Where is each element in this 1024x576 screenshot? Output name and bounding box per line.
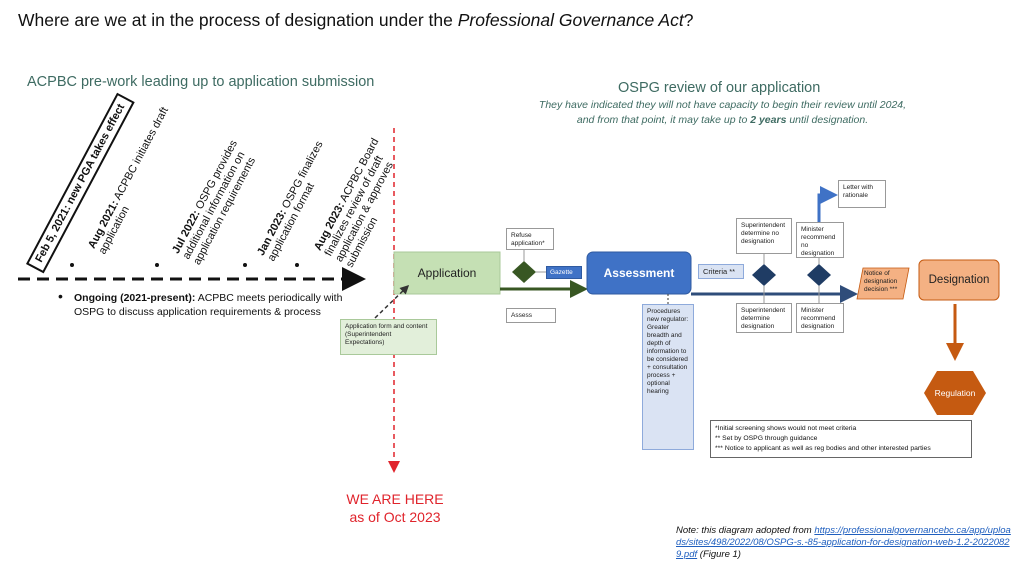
assessment-label: Assessment	[603, 266, 675, 280]
assess-box: Assess	[506, 308, 556, 323]
left-heading: ACPBC pre-work leading up to application…	[27, 74, 375, 90]
source-link[interactable]: https://professionalgovernancebc.ca/app/…	[676, 525, 1011, 560]
app-form-arrow	[374, 284, 410, 319]
designation-label: Designation	[928, 274, 990, 286]
regulation-hexagon	[924, 371, 986, 415]
bullet-icon: •	[58, 288, 63, 304]
procedures-box: Procedures new regulator: Greater breadt…	[642, 304, 694, 450]
criteria-label: Criteria **	[698, 264, 744, 279]
ongoing-note: Ongoing (2021-present): ACPBC meets peri…	[74, 292, 343, 318]
source-note: Note: this diagram adopted from https://…	[676, 525, 1011, 560]
designation-box	[918, 259, 1000, 301]
right-heading: OSPG review of our application	[618, 80, 821, 96]
minister-no-box: Minister recommend no designation	[796, 222, 844, 258]
legend-item: *** Notice to applicant as well as reg b…	[715, 445, 931, 452]
legend-item: *Initial screening shows would not meet …	[715, 425, 857, 432]
legend-box: *Initial screening shows would not meet …	[710, 420, 972, 458]
timeline-dot	[295, 263, 299, 267]
notice-label: Notice of designation decision ***	[864, 270, 898, 293]
superintendent-diamond	[752, 264, 776, 286]
superintendent-yes-box: Superintendent determine designation	[736, 303, 792, 333]
timeline-dot	[70, 263, 74, 267]
superintendent-no-box: Superintendent determine no designation	[736, 218, 792, 254]
timeline-dot	[243, 263, 247, 267]
legend-item: ** Set by OSPG through guidance	[715, 435, 818, 442]
we-are-here-label: WE ARE HERE as of Oct 2023	[346, 491, 444, 525]
page-title: Where are we at in the process of design…	[18, 10, 694, 30]
minister-diamond	[807, 264, 831, 286]
right-subheading: They have indicated they will not have c…	[538, 99, 907, 126]
to-letter-arrow	[817, 186, 838, 222]
application-box	[393, 251, 501, 295]
application-form-box: Application form and content (Superinten…	[340, 319, 437, 355]
regulation-label: Regulation	[934, 388, 976, 398]
assessment-box	[586, 251, 692, 295]
screening-diamond	[512, 261, 536, 283]
minister-yes-box: Minister recommend designation	[796, 303, 844, 333]
letter-box: Letter with rationale	[838, 180, 886, 208]
timeline-dot	[155, 263, 159, 267]
gazette-box: Gazette	[546, 266, 582, 279]
refuse-box: Refuse application*	[506, 228, 554, 250]
notice-shape	[856, 267, 910, 300]
application-label: Application	[417, 266, 477, 280]
